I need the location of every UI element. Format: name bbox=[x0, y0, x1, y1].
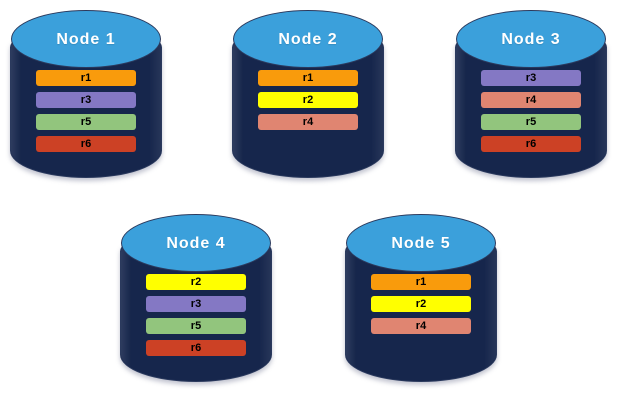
replica-stack: r2 r3 r5 r6 bbox=[146, 274, 246, 356]
replica-bar-r4[interactable]: r4 bbox=[371, 318, 471, 334]
node-cylinder-top: Node 1 bbox=[11, 10, 161, 68]
replica-bar-r6[interactable]: r6 bbox=[36, 136, 136, 152]
node-cylinder-top: Node 3 bbox=[456, 10, 606, 68]
database-node-5[interactable]: Node 5 r1 r2 r4 bbox=[345, 212, 497, 387]
replica-bar-r2[interactable]: r2 bbox=[146, 274, 246, 290]
replica-bar-r1[interactable]: r1 bbox=[258, 70, 358, 86]
replica-bar-r3[interactable]: r3 bbox=[36, 92, 136, 108]
replica-stack: r3 r4 r5 r6 bbox=[481, 70, 581, 152]
replica-stack: r1 r2 r4 bbox=[371, 274, 471, 334]
node-title: Node 5 bbox=[391, 235, 451, 252]
replica-stack: r1 r3 r5 r6 bbox=[36, 70, 136, 152]
replica-bar-r2[interactable]: r2 bbox=[258, 92, 358, 108]
replica-bar-r6[interactable]: r6 bbox=[146, 340, 246, 356]
replica-bar-r2[interactable]: r2 bbox=[371, 296, 471, 312]
replica-stack: r1 r2 r4 bbox=[258, 70, 358, 130]
database-node-3[interactable]: Node 3 r3 r4 r5 r6 bbox=[455, 8, 607, 183]
node-title: Node 1 bbox=[56, 31, 116, 48]
database-node-2[interactable]: Node 2 r1 r2 r4 bbox=[232, 8, 384, 183]
replica-bar-r5[interactable]: r5 bbox=[36, 114, 136, 130]
replica-bar-r3[interactable]: r3 bbox=[481, 70, 581, 86]
node-cylinder-top: Node 4 bbox=[121, 214, 271, 272]
node-title: Node 3 bbox=[501, 31, 561, 48]
database-node-1[interactable]: Node 1 r1 r3 r5 r6 bbox=[10, 8, 162, 183]
node-cylinder-top: Node 5 bbox=[346, 214, 496, 272]
replica-bar-r1[interactable]: r1 bbox=[36, 70, 136, 86]
replica-bar-r3[interactable]: r3 bbox=[146, 296, 246, 312]
replica-bar-r4[interactable]: r4 bbox=[481, 92, 581, 108]
node-title: Node 4 bbox=[166, 235, 226, 252]
replica-bar-r1[interactable]: r1 bbox=[371, 274, 471, 290]
database-node-4[interactable]: Node 4 r2 r3 r5 r6 bbox=[120, 212, 272, 387]
node-title: Node 2 bbox=[278, 31, 338, 48]
replica-bar-r5[interactable]: r5 bbox=[481, 114, 581, 130]
replica-bar-r5[interactable]: r5 bbox=[146, 318, 246, 334]
replica-bar-r6[interactable]: r6 bbox=[481, 136, 581, 152]
replica-bar-r4[interactable]: r4 bbox=[258, 114, 358, 130]
node-cylinder-top: Node 2 bbox=[233, 10, 383, 68]
